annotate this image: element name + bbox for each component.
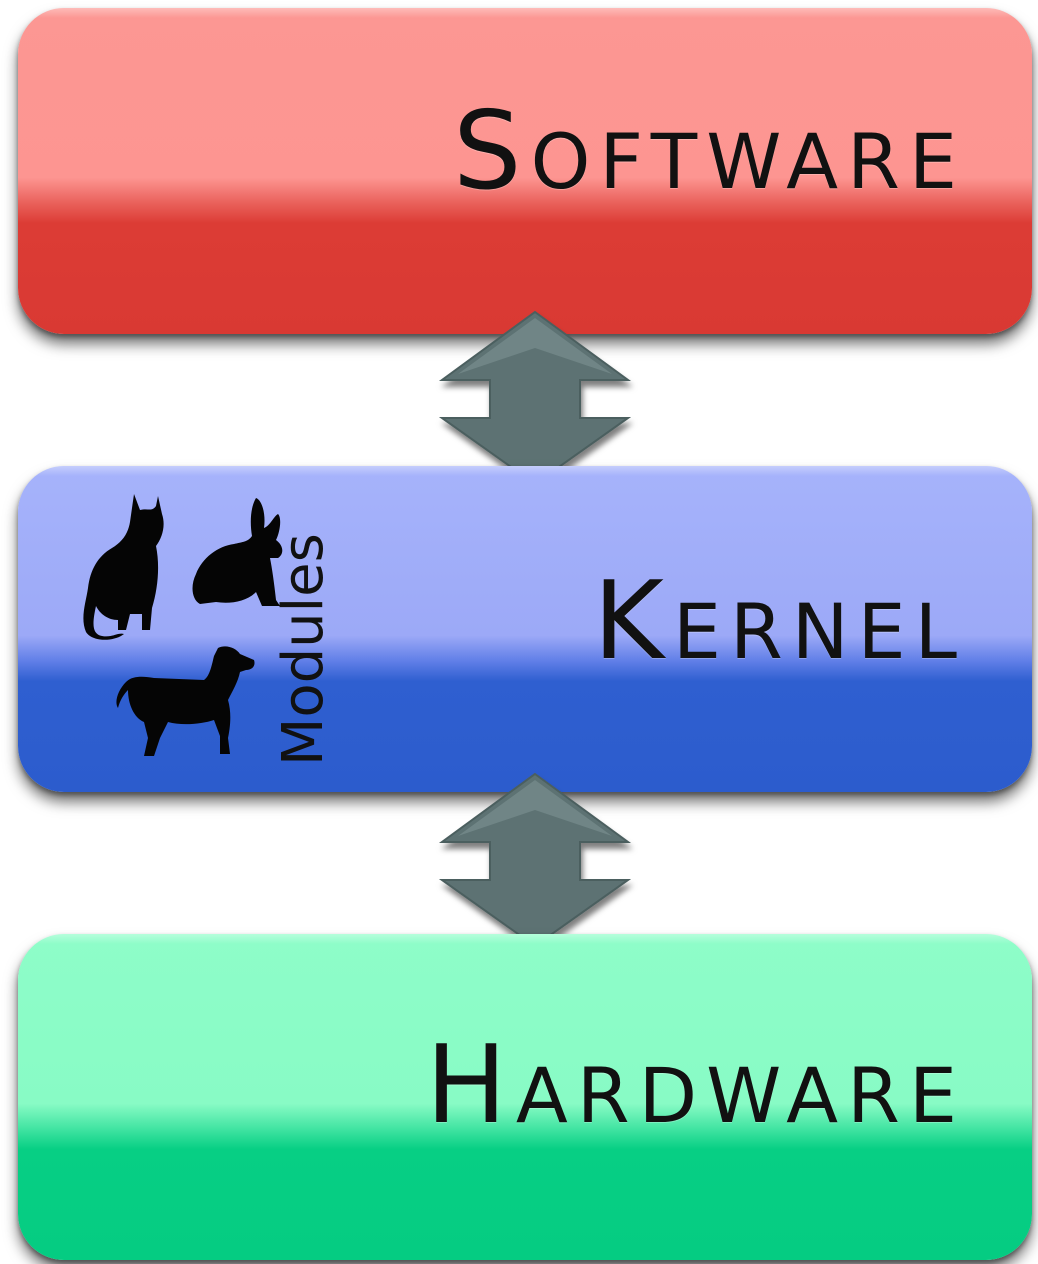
double-arrow-icon (438, 772, 632, 948)
modules-label: Modules (271, 533, 336, 766)
software-label: Software (453, 89, 966, 214)
dog-icon (116, 646, 255, 756)
hardware-layer: Hardware (18, 934, 1032, 1260)
hardware-label: Hardware (425, 1023, 966, 1148)
kernel-layer: Modules Kernel (18, 466, 1032, 792)
cat-icon (83, 494, 164, 640)
software-layer: Software (18, 8, 1032, 334)
rabbit-icon (192, 498, 283, 606)
kernel-label: Kernel (593, 559, 966, 684)
double-arrow-icon (438, 310, 632, 486)
